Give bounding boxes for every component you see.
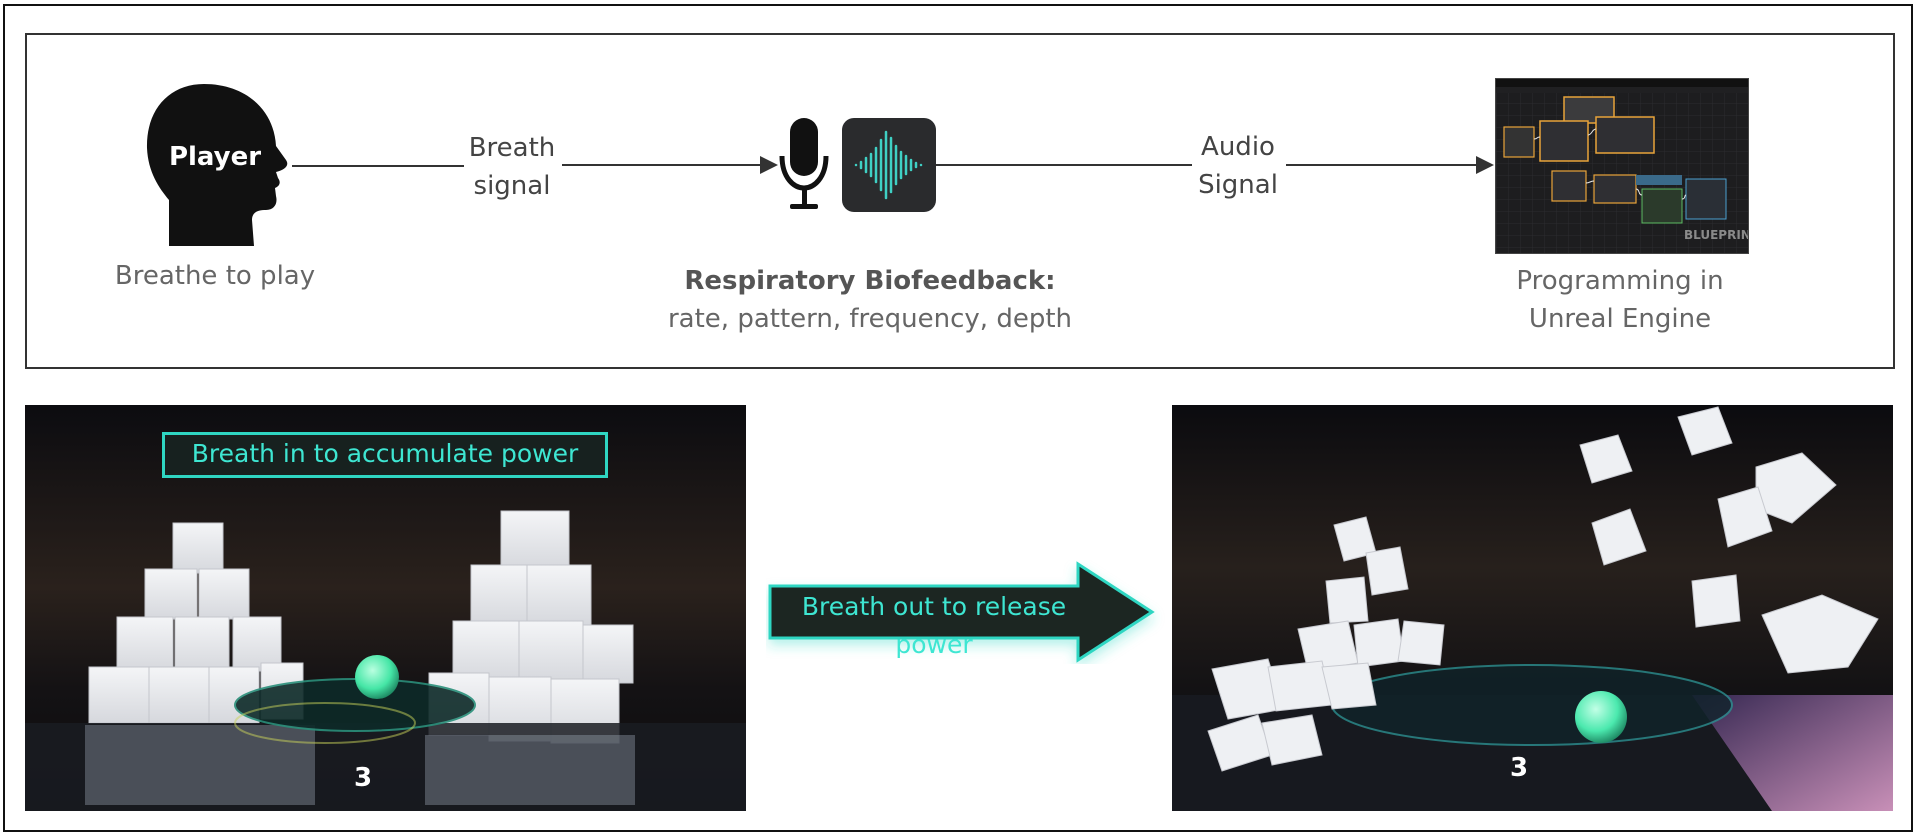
waveform-icon xyxy=(842,118,936,212)
player-head-label: Player xyxy=(168,142,262,172)
breath-signal-line2: signal xyxy=(473,171,551,201)
scene-inhale-screenshot: Breath in to accumulate power 3 xyxy=(25,405,746,811)
player-head-icon xyxy=(146,84,288,246)
connector-wave-audio xyxy=(936,164,1192,166)
svg-text:BLUEPRINT: BLUEPRINT xyxy=(1684,228,1748,242)
breath-out-arrow-icon xyxy=(768,561,1155,663)
breath-signal-line1: Breath xyxy=(468,133,556,163)
unreal-blueprint-screenshot: BLUEPRINT xyxy=(1495,78,1749,254)
biofeedback-title: Respiratory Biofeedback: xyxy=(684,266,1056,296)
connector-player-breath xyxy=(292,165,464,167)
audio-signal-line2: Signal xyxy=(1198,170,1278,200)
engine-line2: Unreal Engine xyxy=(1528,304,1712,334)
inhale-caption: Breath in to accumulate power xyxy=(162,432,608,478)
engine-line1: Programming in xyxy=(1516,266,1724,296)
microphone-icon xyxy=(779,118,829,209)
figure-frame xyxy=(3,4,1913,832)
scene-exhale-screenshot: 3 xyxy=(1172,405,1893,811)
connector-breath-mic xyxy=(562,164,760,166)
audio-signal-line1: Audio xyxy=(1201,132,1275,162)
connector-audio-engine xyxy=(1286,164,1478,166)
player-caption: Breathe to play xyxy=(114,261,316,291)
arrowhead-engine xyxy=(1476,156,1494,174)
biofeedback-subtitle: rate, pattern, frequency, depth xyxy=(667,304,1072,334)
arrowhead-mic xyxy=(760,156,778,174)
exhale-counter: 3 xyxy=(1510,753,1529,783)
inhale-counter: 3 xyxy=(354,763,373,793)
breath-out-label: Breath out to release power xyxy=(801,592,1067,659)
